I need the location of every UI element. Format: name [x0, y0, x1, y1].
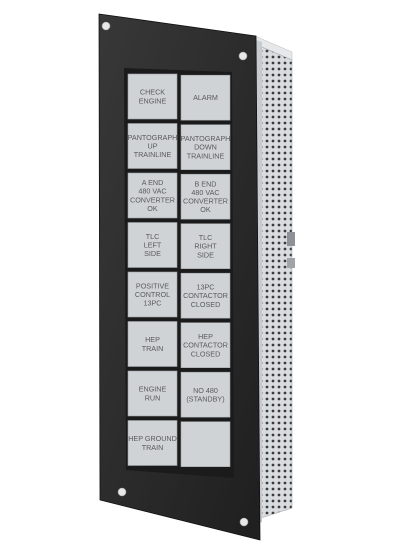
indicator-tile-face [180, 124, 231, 170]
indicator-tile-label: CLOSED [191, 349, 221, 358]
indicator-tile-label: NO 480 [193, 386, 218, 395]
indicator-tile-label: TRAIN [142, 443, 164, 452]
indicator-tile-label: A END [142, 178, 164, 187]
indicator-tile-label: ENGINE [139, 96, 167, 105]
indicator-tile-label: TRAIN [142, 344, 164, 353]
mounting-screws [101, 21, 249, 527]
indicator-tile-face [127, 172, 178, 219]
housing-bracket-bottom [287, 258, 295, 268]
indicator-tile-label: ENGINE [139, 385, 167, 394]
indicator-tile-face [127, 271, 178, 318]
indicator-tile-face [180, 421, 231, 468]
indicator-tile-face [127, 123, 178, 169]
indicator-tile-label: POSITIVE [136, 281, 169, 290]
screw-top-right-icon [238, 51, 248, 61]
indicator-tile-label: PANTOGRAPH [181, 134, 231, 143]
indicator-tile-label: LEFT [144, 241, 162, 250]
indicator-tile-face [127, 321, 178, 367]
indicator-tile-label: CONTACTOR [183, 291, 228, 300]
indicator-tile-label: UP [148, 142, 158, 151]
indicator-tile-label: HEP GROUND [128, 434, 177, 443]
indicator-tile-label: CHECK [140, 88, 165, 97]
indicator-tile-label: CONTACTOR [183, 341, 228, 350]
indicator-tile-face [127, 370, 178, 417]
indicator-tile-label: SIDE [144, 249, 161, 258]
indicator-tile-label: HEP [145, 335, 160, 344]
indicator-tile-label: SIDE [197, 250, 214, 259]
indicator-tile-label: 13PC [197, 283, 215, 292]
indicator-tile-label: 13PC [144, 299, 162, 308]
indicator-tile-face [127, 420, 178, 466]
housing-bracket-top [287, 232, 295, 246]
indicator-tile-label: ALARM [193, 93, 218, 102]
indicator-tile-label: (STANDBY) [186, 395, 224, 404]
indicator-tile-label: CONVERTER [130, 195, 175, 204]
side-housing [254, 35, 295, 524]
indicator-tile-face [180, 74, 231, 121]
indicator-tile-face [180, 173, 231, 220]
indicator-tile-label: TLC [146, 232, 160, 241]
indicator-tile-label: CLOSED [191, 300, 221, 309]
indicator-tile-label: RUN [145, 393, 161, 402]
indicator-tile-label: CONTROL [135, 290, 170, 299]
indicator-tile-face [180, 272, 231, 319]
screw-top-left-icon [101, 21, 111, 31]
indicator-tile [180, 421, 231, 468]
indicator-tile-face [127, 73, 178, 120]
indicator-tile: NO 480(STANDBY) [180, 371, 231, 418]
indicator-tile-label: PANTOGRAPH [128, 133, 178, 142]
indicator-tile-label: HEP [198, 332, 213, 341]
indicator-tile-label: TRAINLINE [134, 150, 172, 159]
indicator-tile-face [180, 223, 231, 269]
indicator-tile-face [180, 371, 231, 418]
indicator-tile-label: B END [195, 179, 217, 188]
indicator-tile-label: OK [147, 204, 158, 213]
indicator-tile-label: DOWN [194, 143, 217, 152]
indicator-tile-label: 480 VAC [138, 187, 166, 196]
indicator-tile-label: TLC [199, 233, 213, 242]
indicator-tile-label: TRAINLINE [187, 151, 225, 160]
indicator-tile: ALARM [180, 74, 231, 121]
indicator-tile-label: 480 VAC [191, 188, 219, 197]
indicator-tile-label: CONVERTER [183, 197, 228, 206]
indicator-tile-face [127, 222, 178, 268]
indicator-tile-face [180, 322, 231, 369]
indicator-tile-label: RIGHT [194, 242, 217, 251]
screw-bottom-right-icon [239, 517, 249, 527]
indicator-tile-label: OK [200, 205, 211, 214]
screw-bottom-left-icon [117, 487, 127, 497]
